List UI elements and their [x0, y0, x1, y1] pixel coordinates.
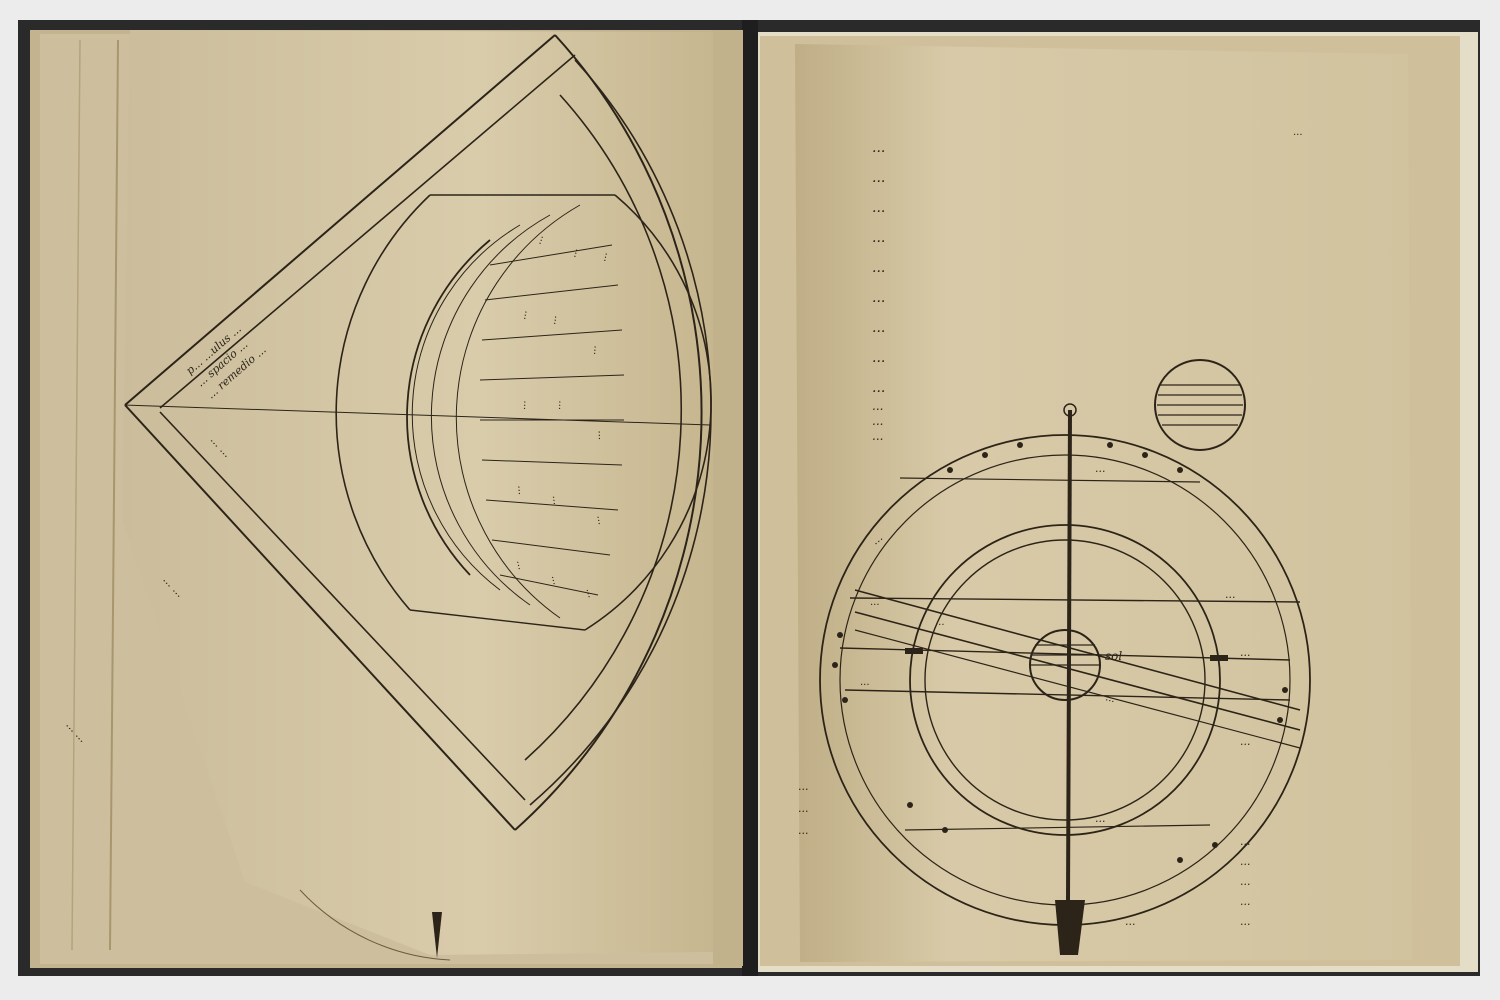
margin-right-bottom: ... ... ... ... ... — [1240, 835, 1251, 928]
table-cell: ... — [517, 400, 528, 410]
text-line: ... — [872, 260, 885, 276]
text-line: ... — [872, 320, 885, 336]
small-globe — [1154, 359, 1246, 451]
text-line: ... — [872, 350, 885, 366]
margin-note-line: ... — [1240, 915, 1251, 928]
margin-note-line: ... — [798, 802, 809, 815]
label-bottom-band: ... — [1095, 812, 1106, 825]
table-cell: ... — [567, 247, 580, 259]
text-line: ... — [872, 140, 885, 156]
table-cell: ... — [547, 314, 559, 325]
ring-markers — [832, 442, 1288, 863]
text-line: ... — [872, 230, 885, 246]
text-line: ... — [872, 380, 885, 396]
margin-note-line: ... — [1240, 835, 1251, 848]
table-cell: ... — [517, 309, 529, 320]
label-top-band: ... — [1095, 462, 1106, 475]
margin-note-line: ... — [798, 824, 809, 837]
sector-table-text: ... ... ... ... ... ... ... ... ... ... … — [510, 233, 610, 600]
table-cell: ... — [532, 233, 546, 246]
table-cell: ... — [587, 345, 599, 355]
text-line: ... — [872, 399, 883, 413]
text-line: ... — [872, 200, 885, 216]
margin-note-line: ... — [1240, 855, 1251, 868]
margin-note-line: ... — [1240, 875, 1251, 888]
text-line: ... — [872, 290, 885, 306]
gutter — [742, 20, 758, 976]
label-left-band-b: ... — [935, 617, 945, 628]
right-text-block: ... ... ... ... ... ... ... ... ... ... … — [872, 127, 1303, 443]
label-left-band-a: ... — [870, 597, 880, 608]
text-line: ... — [872, 429, 883, 443]
label-right-upper: ... — [1225, 588, 1236, 601]
table-cell: ... — [552, 400, 563, 410]
margin-left-bottom: ... ... ... — [798, 780, 809, 837]
label-right-middle: ... — [1240, 646, 1251, 659]
text-line: ... — [872, 170, 885, 186]
table-cell: ... — [590, 515, 602, 526]
table-cell: ... — [597, 251, 610, 263]
text-line: ... — [872, 414, 883, 428]
label-lower-right: ... — [1104, 692, 1116, 705]
table-cell: ... — [546, 495, 558, 506]
table-cell: ... — [510, 560, 523, 572]
armillary-diagram — [819, 403, 1311, 955]
margin-right-top: ... — [1293, 127, 1303, 138]
margin-note-line: ... — [1240, 895, 1251, 908]
sector-diagram — [124, 34, 712, 961]
label-right-lower: ... — [1240, 735, 1251, 748]
table-cell: ... — [511, 485, 523, 495]
table-cell: ... — [545, 575, 558, 587]
footer-note: ... — [1125, 915, 1136, 928]
right-page — [758, 32, 1478, 972]
label-left-band-c: ... — [860, 677, 870, 688]
label-sol: sol — [1105, 649, 1122, 663]
margin-note-line: ... — [798, 780, 809, 793]
left-page — [30, 30, 745, 968]
right-folio — [795, 44, 1412, 962]
table-cell: ... — [580, 588, 593, 600]
table-cell: ... — [592, 430, 603, 440]
